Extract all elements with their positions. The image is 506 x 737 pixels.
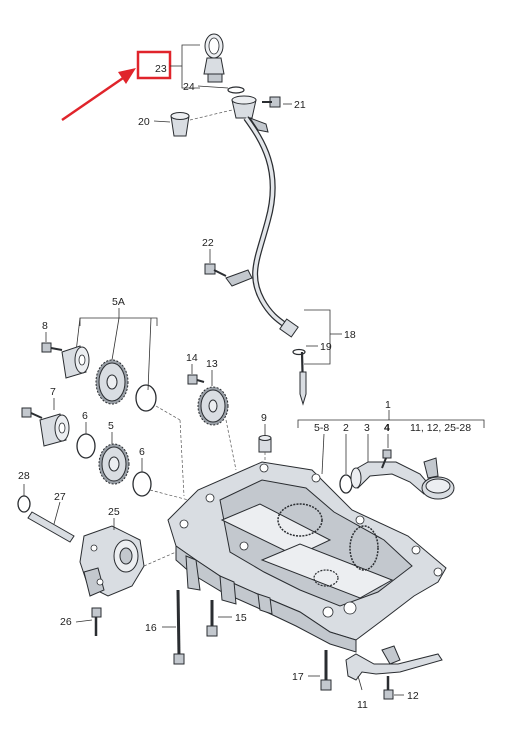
label-6-lower: 6 <box>139 446 145 458</box>
label-5A: 5A <box>112 296 125 308</box>
label-15: 15 <box>235 612 247 624</box>
bolt-16 <box>176 589 181 657</box>
label-17: 17 <box>292 671 304 683</box>
label-18: 18 <box>344 329 356 341</box>
balancer-gear-set <box>21 308 272 503</box>
label-6-upper: 6 <box>82 410 88 422</box>
label-23: 23 <box>155 63 167 75</box>
label-12: 12 <box>407 690 419 702</box>
gasket-2 <box>339 474 353 494</box>
highlight-box <box>136 50 172 80</box>
label-1: 1 <box>385 399 391 411</box>
label-24: 24 <box>183 81 195 93</box>
highlight-arrow-head <box>118 68 136 84</box>
label-27: 27 <box>54 491 66 503</box>
label-8: 8 <box>42 320 48 332</box>
label-19: 19 <box>320 341 332 353</box>
part-labels: 23 24 21 20 22 18 19 5A 8 14 13 7 6 5 6 … <box>18 63 471 711</box>
label-3: 3 <box>364 422 370 434</box>
label-14: 14 <box>186 352 198 364</box>
drive-shaft-27 <box>27 511 75 543</box>
label-11: 11 <box>357 699 368 711</box>
label-2: 2 <box>343 422 349 434</box>
label-28: 28 <box>18 470 30 482</box>
label-26: 26 <box>60 616 72 628</box>
label-25: 25 <box>108 506 120 518</box>
label-22: 22 <box>202 237 214 249</box>
highlight-arrow-shaft <box>61 74 127 122</box>
highlight-annotation <box>61 50 172 122</box>
o-ring-19 <box>292 348 306 356</box>
leader-bracket-1 <box>297 410 485 428</box>
guide-tube <box>243 116 294 333</box>
o-ring-24 <box>227 86 245 94</box>
label-20: 20 <box>138 116 150 128</box>
circlip-28 <box>17 495 31 513</box>
label-16: 16 <box>145 622 157 634</box>
label-11-12-25-28: 11, 12, 25-28 <box>410 422 471 434</box>
label-9: 9 <box>261 412 267 424</box>
balance-shaft-housing <box>167 461 447 653</box>
dipstick-assembly <box>170 33 307 406</box>
label-21: 21 <box>294 99 306 111</box>
label-5-8: 5-8 <box>314 422 329 434</box>
leaders-top <box>153 44 342 365</box>
label-13: 13 <box>206 358 218 370</box>
label-5: 5 <box>108 420 114 432</box>
oil-pipe-11 <box>345 645 443 700</box>
label-4: 4 <box>384 422 390 434</box>
bolts-lower <box>162 589 332 691</box>
oil-pump <box>17 484 177 636</box>
dipstick-cap <box>203 57 225 75</box>
oil-pickup-pipe <box>321 433 455 500</box>
label-7: 7 <box>50 386 56 398</box>
